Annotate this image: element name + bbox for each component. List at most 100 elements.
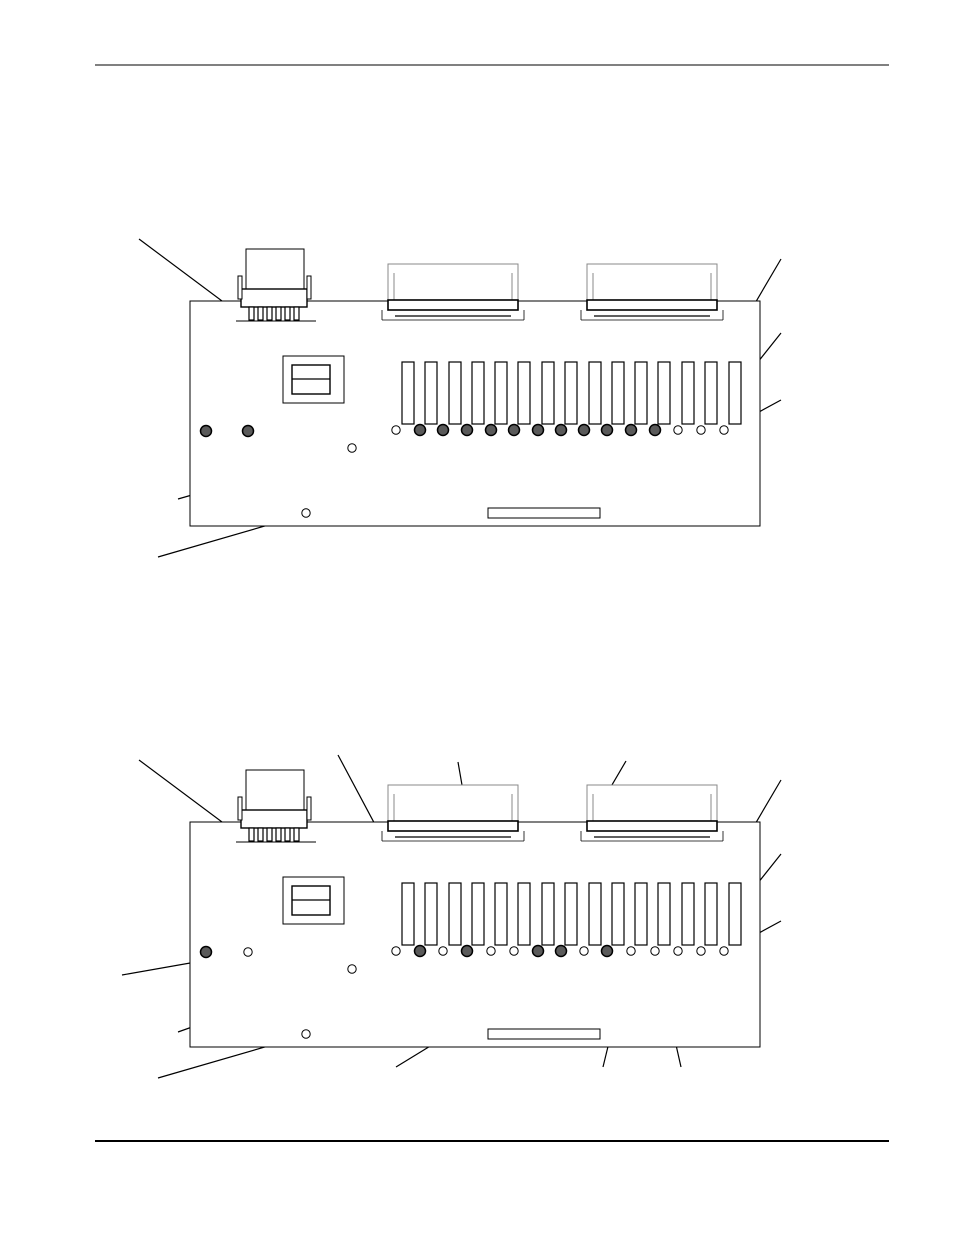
backplane-diagram-top	[138, 238, 782, 558]
slot-hole-open	[486, 946, 496, 956]
slot-hole-open	[391, 425, 401, 435]
front-hole-open	[243, 947, 253, 957]
drive-slot	[657, 882, 671, 946]
power-connector-pin	[257, 306, 264, 321]
slot-hole-open	[696, 946, 706, 956]
slot-hole-filled	[531, 423, 545, 437]
power-connector-pin	[275, 306, 282, 321]
power-connector-pin	[257, 827, 264, 842]
drive-slot	[657, 361, 671, 425]
drive-slot	[448, 361, 462, 425]
slot-hole-filled	[413, 944, 427, 958]
slot-hole-open	[579, 946, 589, 956]
slot-hole-filled	[600, 423, 614, 437]
slot-hole-filled	[600, 944, 614, 958]
drive-slot	[611, 882, 625, 946]
edge-connector-strip	[487, 1028, 601, 1040]
power-connector-pin	[248, 827, 255, 842]
drive-slot	[704, 361, 718, 425]
data-connector-shell	[387, 263, 519, 303]
power-connector-clip	[237, 275, 243, 300]
slot-hole-filled	[648, 423, 662, 437]
slot-hole-filled	[507, 423, 521, 437]
drive-slot	[494, 882, 508, 946]
slot-hole-filled	[460, 944, 474, 958]
drive-slot	[424, 882, 438, 946]
single-hole	[347, 964, 357, 974]
power-connector-pin	[266, 827, 273, 842]
drive-slot	[517, 361, 531, 425]
power-connector-pin	[284, 827, 291, 842]
data-connector-shell	[586, 263, 718, 303]
drive-slot	[564, 882, 578, 946]
slot-hole-filled	[413, 423, 427, 437]
drive-slot	[681, 882, 695, 946]
power-connector-pin	[275, 827, 282, 842]
backplane-diagram-bottom	[121, 754, 782, 1079]
power-connector-body	[240, 809, 308, 829]
slot-hole-filled	[531, 944, 545, 958]
front-hole-filled	[199, 945, 213, 959]
front-hole-filled	[241, 424, 255, 438]
power-connector-pin	[284, 306, 291, 321]
power-connector-housing	[245, 769, 305, 814]
drive-slot	[634, 882, 648, 946]
power-connector-clip	[237, 796, 243, 821]
power-connector-pin	[293, 827, 300, 842]
single-hole	[301, 1029, 311, 1039]
drive-slot	[541, 361, 555, 425]
slot-hole-open	[719, 425, 729, 435]
data-connector-shell	[586, 784, 718, 824]
slot-hole-open	[673, 425, 683, 435]
drive-slot	[728, 361, 742, 425]
power-connector-pin	[293, 306, 300, 321]
drive-slot	[494, 361, 508, 425]
drive-slot	[401, 882, 415, 946]
drive-slot	[634, 361, 648, 425]
drive-slot	[588, 361, 602, 425]
slot-hole-filled	[436, 423, 450, 437]
slot-hole-open	[509, 946, 519, 956]
slot-hole-filled	[624, 423, 638, 437]
slot-hole-filled	[554, 944, 568, 958]
slot-hole-filled	[554, 423, 568, 437]
data-connector-header	[387, 820, 519, 832]
single-hole	[301, 508, 311, 518]
slot-hole-open	[673, 946, 683, 956]
drive-slot	[471, 882, 485, 946]
drive-slot	[611, 361, 625, 425]
power-connector-housing	[245, 248, 305, 293]
slot-hole-open	[696, 425, 706, 435]
front-hole-filled	[199, 424, 213, 438]
drive-slot	[471, 361, 485, 425]
drive-slot	[517, 882, 531, 946]
data-connector-header	[586, 299, 718, 311]
power-connector-body	[240, 288, 308, 308]
drive-slot	[541, 882, 555, 946]
drive-slot	[588, 882, 602, 946]
slot-hole-filled	[460, 423, 474, 437]
slot-hole-open	[391, 946, 401, 956]
single-hole	[347, 443, 357, 453]
slot-hole-filled	[484, 423, 498, 437]
slot-hole-open	[438, 946, 448, 956]
slot-hole-open	[719, 946, 729, 956]
drive-slot	[401, 361, 415, 425]
slot-hole-open	[626, 946, 636, 956]
power-connector-pin	[266, 306, 273, 321]
drive-slot	[448, 882, 462, 946]
drive-slot	[424, 361, 438, 425]
power-connector-pin	[248, 306, 255, 321]
slot-hole-open	[650, 946, 660, 956]
drive-slot	[681, 361, 695, 425]
drive-slot	[704, 882, 718, 946]
power-connector-clip	[306, 796, 312, 821]
slot-hole-filled	[577, 423, 591, 437]
power-connector-clip	[306, 275, 312, 300]
edge-connector-strip	[487, 507, 601, 519]
drive-slot	[728, 882, 742, 946]
data-connector-header	[586, 820, 718, 832]
data-connector-shell	[387, 784, 519, 824]
data-connector-header	[387, 299, 519, 311]
